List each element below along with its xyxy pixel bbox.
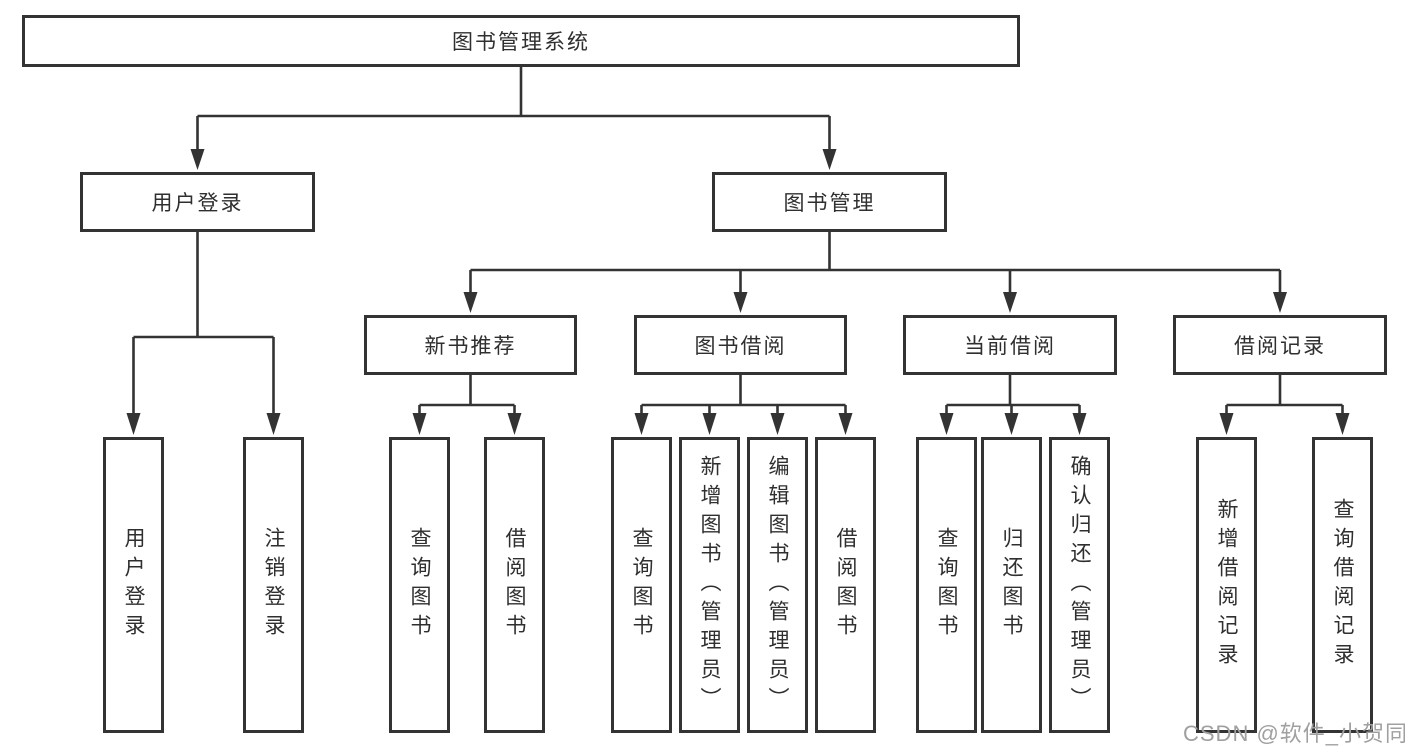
leaf-borrow-books: 借阅图书: [815, 437, 876, 733]
leaf-label: 查询图书: [935, 527, 958, 643]
leaf-label: 注销登录: [262, 527, 285, 643]
arrow-head-icon: [190, 149, 205, 170]
leaf-add-books-admin: 新增图书（管理员）: [679, 437, 740, 733]
leaf-label: 新增图书（管理员）: [698, 454, 721, 716]
arrow-head-icon: [770, 413, 785, 435]
connector-user-login-to-leaves: [126, 232, 281, 435]
arrow-head-icon: [126, 413, 141, 435]
arrow-head-icon: [1004, 413, 1019, 435]
node-current-borrow: 当前借阅: [903, 315, 1117, 375]
arrow-head-icon: [733, 292, 748, 313]
arrow-head-icon: [1273, 292, 1287, 313]
arrow-head-icon: [1219, 413, 1234, 435]
leaf-add-borrow-record: 新增借阅记录: [1196, 437, 1257, 733]
arrow-head-icon: [939, 413, 954, 435]
node-user-login: 用户登录: [80, 172, 315, 232]
leaf-label: 查询图书: [630, 527, 653, 643]
arrow-head-icon: [463, 292, 478, 313]
arrow-head-icon: [1003, 292, 1017, 313]
arrow-head-icon: [634, 413, 649, 435]
connector-line: [640, 375, 847, 416]
node-new-book-recommend: 新书推荐: [364, 315, 577, 375]
leaf-borrow-books: 借阅图书: [484, 437, 545, 733]
leaf-logout: 注销登录: [243, 437, 304, 733]
arrow-head-icon: [822, 149, 837, 170]
leaf-edit-books-admin: 编辑图书（管理员）: [747, 437, 808, 733]
connector-new-book-to-leaves: [412, 375, 522, 435]
leaf-query-books: 查询图书: [916, 437, 977, 733]
leaf-label: 新增借阅记录: [1215, 498, 1238, 672]
leaf-label: 查询借阅记录: [1331, 498, 1354, 672]
connector-book-management-to-level3: [463, 232, 1287, 313]
leaf-user-login: 用户登录: [103, 437, 164, 733]
leaf-query-books: 查询图书: [611, 437, 672, 733]
connector-current-borrow-to-leaves: [939, 375, 1087, 435]
arrow-head-icon: [1072, 413, 1087, 435]
leaf-query-borrow-record: 查询借阅记录: [1312, 437, 1373, 733]
arrow-head-icon: [1335, 413, 1350, 435]
connector-line: [132, 232, 275, 416]
arrow-head-icon: [266, 413, 281, 435]
leaf-return-books: 归还图书: [981, 437, 1042, 733]
arrow-head-icon: [702, 413, 717, 435]
leaf-label: 借阅图书: [503, 527, 526, 643]
leaf-label: 编辑图书（管理员）: [766, 454, 789, 716]
connector-line: [418, 375, 516, 416]
leaf-label: 用户登录: [122, 527, 145, 643]
node-book-management: 图书管理: [712, 172, 947, 232]
leaf-confirm-return-admin: 确认归还（管理员）: [1049, 437, 1110, 733]
node-book-borrow: 图书借阅: [634, 315, 847, 375]
connector-borrow-records-to-leaves: [1219, 375, 1350, 435]
leaf-query-books: 查询图书: [389, 437, 450, 733]
leaf-label: 借阅图书: [834, 527, 857, 643]
connector-line: [196, 67, 831, 152]
leaf-label: 归还图书: [1000, 527, 1023, 643]
connector-book-borrow-to-leaves: [634, 375, 853, 435]
connector-root-to-level2: [190, 67, 837, 170]
node-borrow-records: 借阅记录: [1173, 315, 1387, 375]
connector-line: [1225, 375, 1344, 416]
leaf-label: 查询图书: [408, 527, 431, 643]
node-root-system: 图书管理系统: [22, 15, 1020, 67]
leaf-label: 确认归还（管理员）: [1068, 454, 1091, 716]
arrow-head-icon: [412, 413, 427, 435]
watermark: CSDN @软件_小贺同学: [1183, 721, 1405, 746]
connector-line: [945, 375, 1081, 416]
arrow-head-icon: [838, 413, 853, 435]
arrow-head-icon: [507, 413, 522, 435]
connector-line: [469, 232, 1282, 295]
